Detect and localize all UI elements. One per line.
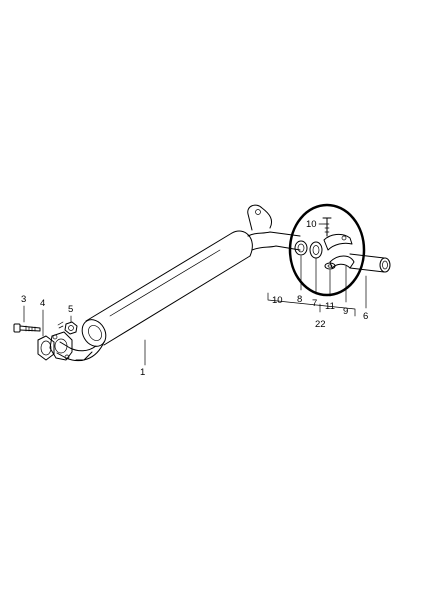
gasket bbox=[37, 335, 55, 361]
callout-5: 5 bbox=[68, 304, 73, 315]
callout-10-top: 10 bbox=[306, 219, 317, 230]
callout-10-bottom: 10 bbox=[272, 295, 283, 306]
bolt bbox=[13, 323, 41, 333]
callout-8: 8 bbox=[297, 294, 302, 305]
nut bbox=[57, 321, 78, 335]
callout-6: 6 bbox=[363, 311, 368, 322]
muffler-body bbox=[81, 230, 253, 347]
tailpipe bbox=[349, 253, 391, 273]
callout-4: 4 bbox=[40, 298, 45, 309]
callout-1: 1 bbox=[140, 367, 145, 378]
callout-3: 3 bbox=[21, 294, 26, 305]
callout-22: 22 bbox=[315, 319, 326, 330]
leader-lines bbox=[23, 223, 367, 366]
callout-11: 11 bbox=[325, 301, 335, 312]
callout-7: 7 bbox=[312, 298, 317, 309]
rear-outlet-pipe bbox=[247, 204, 301, 251]
detail-circle bbox=[288, 203, 366, 297]
callout-9: 9 bbox=[343, 306, 348, 317]
callout-labels: 1 3 4 5 6 10 10 8 7 11 9 22 bbox=[21, 219, 368, 378]
inlet-pipe bbox=[49, 331, 105, 362]
